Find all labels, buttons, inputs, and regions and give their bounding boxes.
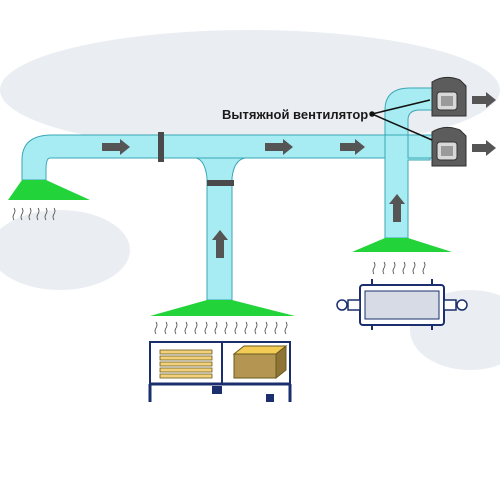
flow-arrow-icon: [472, 92, 496, 108]
workpiece-box: [232, 344, 288, 380]
exhaust-fan-top: [431, 76, 467, 117]
heat-wave-icon: [204, 321, 208, 335]
heat-wave-icon: [184, 321, 188, 335]
heat-wave-icon: [12, 207, 16, 221]
flow-arrow-icon: [389, 194, 405, 222]
exhaust-fan-bottom: [431, 126, 467, 167]
background-cloud: [0, 30, 500, 370]
fume-hood-icon: [352, 238, 452, 252]
heat-wave-icon: [412, 261, 416, 275]
fan-label-pointers: [369, 99, 433, 141]
flow-arrow-icon: [472, 140, 496, 156]
heat-wave-icon: [20, 207, 24, 221]
heat-wave-icon: [28, 207, 32, 221]
heat-wave-icon: [284, 321, 288, 335]
heat-waves: [12, 207, 426, 335]
fume-hood-icon: [150, 300, 295, 316]
heat-wave-icon: [154, 321, 158, 335]
stacked-boards: [159, 349, 213, 379]
heat-wave-icon: [224, 321, 228, 335]
heat-wave-icon: [52, 207, 56, 221]
heat-wave-icon: [402, 261, 406, 275]
fume-hood-icon: [8, 180, 90, 200]
flow-arrow-icon: [212, 230, 228, 258]
flow-arrows: [102, 92, 496, 258]
fan-label: Вытяжной вентилятор: [222, 107, 368, 122]
heat-wave-icon: [254, 321, 258, 335]
heat-wave-icon: [164, 321, 168, 335]
heat-wave-icon: [372, 261, 376, 275]
heat-wave-icon: [422, 261, 426, 275]
heat-wave-icon: [274, 321, 278, 335]
heat-wave-icon: [194, 321, 198, 335]
heat-wave-icon: [174, 321, 178, 335]
duct-center-drop: [195, 157, 246, 301]
duct-flange-main: [158, 132, 164, 162]
heat-wave-icon: [214, 321, 218, 335]
furnace-icon: [336, 279, 468, 330]
heat-wave-icon: [244, 321, 248, 335]
flow-arrow-icon: [265, 139, 293, 155]
heat-wave-icon: [392, 261, 396, 275]
flow-arrow-icon: [102, 139, 130, 155]
flow-arrow-icon: [340, 139, 365, 155]
heat-wave-icon: [44, 207, 48, 221]
heat-wave-icon: [234, 321, 238, 335]
duct-flange-drop: [207, 180, 234, 186]
heat-wave-icon: [382, 261, 386, 275]
heat-wave-icon: [264, 321, 268, 335]
heat-wave-icon: [36, 207, 40, 221]
